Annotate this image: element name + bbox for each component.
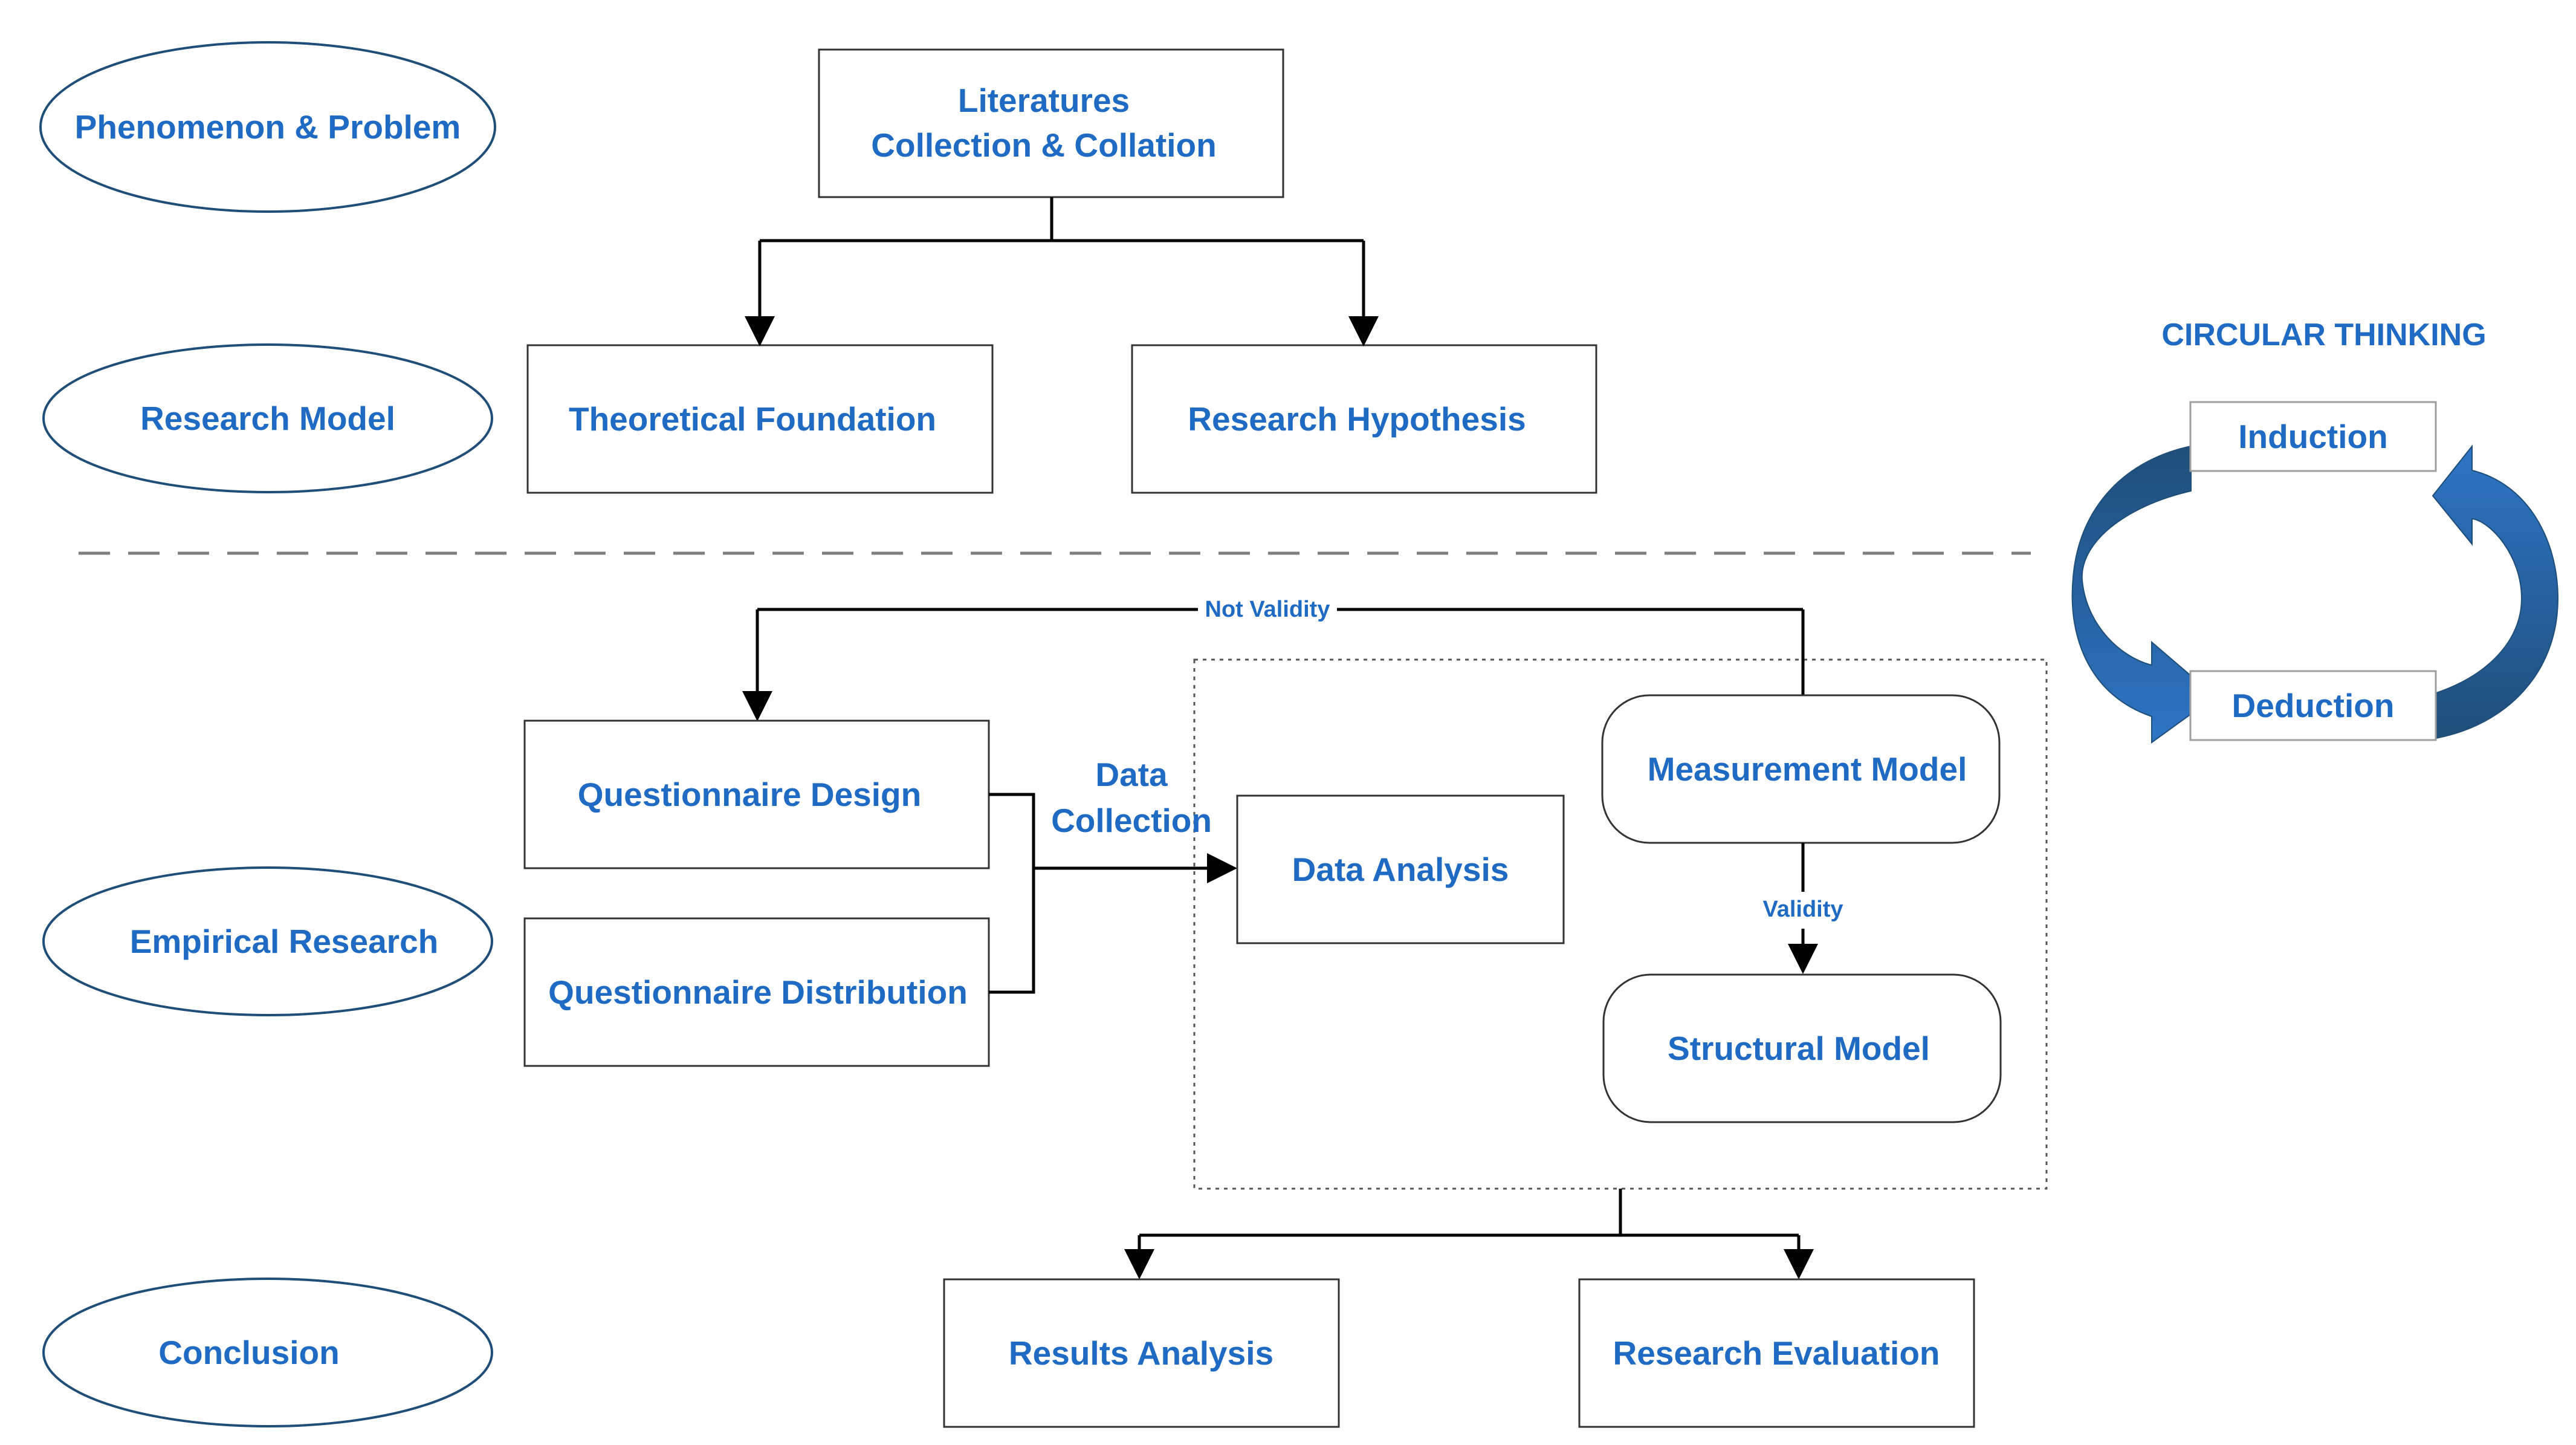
connector-literatures-split bbox=[745, 197, 1379, 346]
right-cycle-arrow-icon bbox=[2432, 444, 2559, 740]
node-structural-model: Structural Model bbox=[1602, 973, 2002, 1123]
stage-empirical-research: Empirical Research bbox=[42, 866, 493, 1016]
deduction-box bbox=[2189, 670, 2437, 741]
deduction-label: Deduction bbox=[2232, 687, 2395, 724]
node-questionnaire-distribution: Questionnaire Distribution bbox=[523, 917, 990, 1067]
stage-phenomenon-label: Phenomenon & Problem bbox=[75, 108, 461, 146]
node-measurement-box bbox=[1601, 694, 2001, 844]
node-q-design-box bbox=[523, 719, 990, 869]
label-data-collection-line1: Data bbox=[1095, 756, 1168, 793]
node-q-design-label: Questionnaire Design bbox=[578, 776, 921, 813]
induction-label: Induction bbox=[2238, 418, 2387, 455]
induction-node: Induction bbox=[2189, 401, 2437, 472]
node-results-box bbox=[943, 1278, 1340, 1428]
node-q-distribution-box bbox=[523, 917, 990, 1067]
node-structural-box bbox=[1602, 973, 2002, 1123]
node-theoretical-box bbox=[526, 344, 994, 494]
label-not-validity: Not Validity bbox=[1205, 597, 1330, 622]
induction-box bbox=[2189, 401, 2437, 472]
node-theoretical-foundation: Theoretical Foundation bbox=[526, 344, 994, 494]
node-literatures-line1: Literatures bbox=[958, 82, 1130, 119]
node-data-analysis: Data Analysis bbox=[1236, 794, 1565, 944]
connector-data-collection bbox=[989, 793, 1237, 994]
stage-conclusion: Conclusion bbox=[42, 1278, 493, 1427]
connector-analysis-split bbox=[1124, 1189, 1814, 1279]
node-literatures-line2: Collection & Collation bbox=[871, 126, 1216, 164]
circular-thinking: CIRCULAR THINKING Induction Deduction bbox=[2071, 317, 2559, 744]
feedback-not-validity bbox=[742, 608, 1805, 721]
node-measurement-label: Measurement Model bbox=[1648, 750, 1967, 788]
node-literatures-box bbox=[818, 48, 1284, 198]
node-hypothesis-label: Research Hypothesis bbox=[1188, 400, 1526, 438]
node-q-distribution-label: Questionnaire Distribution bbox=[548, 973, 968, 1011]
stage-research-model-label: Research Model bbox=[140, 400, 395, 437]
stage-research-model-ellipse bbox=[42, 343, 493, 493]
stage-phenomenon-ellipse bbox=[39, 41, 496, 213]
label-data-collection-line2: Collection bbox=[1051, 802, 1212, 839]
node-theoretical-label: Theoretical Foundation bbox=[569, 400, 936, 438]
node-results-analysis: Results Analysis bbox=[943, 1278, 1340, 1428]
stage-empirical-label: Empirical Research bbox=[130, 923, 439, 960]
node-data-analysis-label: Data Analysis bbox=[1292, 851, 1509, 888]
node-structural-label: Structural Model bbox=[1668, 1030, 1930, 1067]
node-research-hypothesis: Research Hypothesis bbox=[1131, 344, 1597, 494]
node-evaluation-box bbox=[1578, 1278, 1975, 1428]
node-research-evaluation: Research Evaluation bbox=[1578, 1278, 1975, 1428]
node-evaluation-label: Research Evaluation bbox=[1613, 1334, 1940, 1372]
node-hypothesis-box bbox=[1131, 344, 1597, 494]
stage-conclusion-ellipse bbox=[42, 1278, 493, 1427]
stage-research-model: Research Model bbox=[42, 343, 493, 493]
analysis-group-frame bbox=[1193, 658, 2048, 1190]
node-measurement-model: Measurement Model bbox=[1601, 694, 2001, 844]
label-validity: Validity bbox=[1762, 897, 1843, 922]
stage-empirical-ellipse bbox=[42, 866, 493, 1016]
node-questionnaire-design: Questionnaire Design bbox=[523, 719, 990, 869]
circular-thinking-title: CIRCULAR THINKING bbox=[2161, 317, 2486, 352]
stage-conclusion-label: Conclusion bbox=[158, 1334, 339, 1371]
deduction-node: Deduction bbox=[2189, 670, 2437, 741]
node-results-label: Results Analysis bbox=[1009, 1334, 1273, 1372]
node-literatures: Literatures Collection & Collation bbox=[818, 48, 1284, 198]
left-cycle-arrow-icon bbox=[2071, 445, 2216, 744]
node-data-analysis-box bbox=[1236, 794, 1565, 944]
stage-phenomenon: Phenomenon & Problem bbox=[39, 41, 496, 213]
bracket-from-q-design bbox=[989, 793, 1035, 994]
